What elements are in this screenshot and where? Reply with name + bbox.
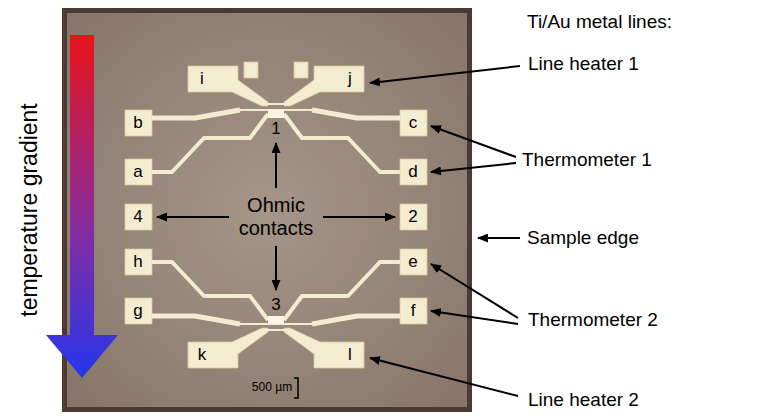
contact-lead — [284, 114, 400, 172]
bond-pad — [400, 298, 427, 324]
thermometer-lead — [152, 316, 240, 324]
label-anchor: 1 — [271, 119, 280, 139]
bond-pad — [125, 110, 152, 136]
sample-rim — [62, 8, 472, 412]
label-anchor: k — [198, 345, 207, 365]
callout-label: Thermometer 1 — [522, 149, 652, 171]
label-anchor: a — [133, 162, 142, 182]
contact-lead — [152, 262, 268, 320]
callout-arrow — [431, 311, 518, 324]
callout-arrow — [370, 66, 520, 83]
axis-label: temperature gradient — [16, 103, 42, 317]
pad-label: i — [200, 69, 204, 89]
test-square — [294, 62, 308, 78]
metal-leads — [152, 104, 400, 330]
contact-lead — [284, 262, 400, 320]
ohmic-contact — [268, 316, 284, 324]
label-anchor: e — [408, 252, 417, 272]
pad-label: j — [348, 69, 352, 89]
scale-bar — [294, 378, 298, 398]
label-anchor: 3 — [271, 295, 280, 315]
bond-pad — [125, 204, 152, 230]
thermometer-lead — [152, 110, 240, 118]
label-anchor: 4 — [133, 207, 142, 227]
heater-pad — [284, 328, 364, 368]
label-anchor: i — [200, 69, 204, 89]
label-anchor: Ohmic contacts — [230, 194, 322, 240]
bond-pad — [400, 110, 427, 136]
metal-pads — [125, 62, 427, 368]
pad-label: h — [133, 252, 142, 272]
contact-number: 4 — [133, 207, 142, 227]
contact-lead — [152, 114, 268, 172]
pad-label: e — [408, 252, 417, 272]
callout-label: Ohmic contacts — [230, 194, 322, 240]
callout-arrow — [370, 358, 518, 396]
thermometer-lead — [312, 110, 400, 118]
bond-pad — [125, 159, 152, 185]
contact-number: 2 — [408, 207, 417, 227]
label-anchor: j — [348, 69, 352, 89]
label-anchor: Sample edge — [527, 227, 639, 249]
scale-label: 500 µm — [252, 381, 292, 395]
bond-pad — [400, 249, 427, 275]
bond-pad — [125, 249, 152, 275]
label-anchor: l — [348, 345, 352, 365]
pad-label: c — [409, 113, 418, 133]
callout-arrow — [431, 264, 518, 318]
heater-pad — [188, 328, 268, 368]
pad-label: l — [348, 345, 352, 365]
label-anchor: 2 — [408, 207, 417, 227]
label-anchor: Thermometer 1 — [522, 149, 652, 171]
callout-label: Sample edge — [527, 227, 639, 249]
callout-arrow — [431, 163, 516, 172]
callout-arrow — [275, 143, 277, 188]
pad-label: d — [408, 162, 417, 182]
heater-line — [262, 103, 290, 105]
pad-label: k — [198, 345, 207, 365]
label-anchor: Ti/Au metal lines: — [527, 11, 672, 33]
legend-heading: Ti/Au metal lines: — [527, 11, 672, 33]
callout-arrow — [323, 216, 395, 218]
test-square — [244, 62, 258, 78]
callout-arrow — [275, 246, 277, 290]
callout-label: Thermometer 2 — [528, 309, 658, 331]
label-anchor: temperature gradient — [16, 103, 42, 317]
contact-number: 1 — [271, 119, 280, 139]
sample-surface — [67, 13, 467, 407]
label-anchor: f — [411, 301, 416, 321]
gradient-arrow — [46, 35, 118, 378]
thermometer-lead — [312, 316, 400, 324]
callout-arrow — [157, 216, 229, 218]
label-anchor: g — [133, 301, 142, 321]
pad-label: b — [133, 113, 142, 133]
callout-arrows — [157, 66, 520, 396]
bond-pad — [400, 159, 427, 185]
label-anchor: Thermometer 2 — [528, 309, 658, 331]
ohmic-contact — [268, 110, 284, 118]
label-anchor: h — [133, 252, 142, 272]
pad-label: g — [133, 301, 142, 321]
callout-arrow — [431, 126, 516, 157]
label-anchor: Line heater 1 — [528, 53, 639, 75]
heater-line — [262, 329, 290, 331]
pad-label: a — [133, 162, 142, 182]
callout-arrow — [478, 237, 520, 239]
bond-pad — [400, 204, 427, 230]
label-anchor: b — [133, 113, 142, 133]
contact-number: 3 — [271, 295, 280, 315]
label-anchor: Line heater 2 — [528, 389, 639, 411]
callout-label: Line heater 1 — [528, 53, 639, 75]
pad-label: f — [411, 301, 416, 321]
bond-pad — [125, 298, 152, 324]
label-anchor: d — [408, 162, 417, 182]
label-anchor: c — [409, 113, 418, 133]
label-anchor: 500 µm — [252, 381, 292, 395]
callout-label: Line heater 2 — [528, 389, 639, 411]
